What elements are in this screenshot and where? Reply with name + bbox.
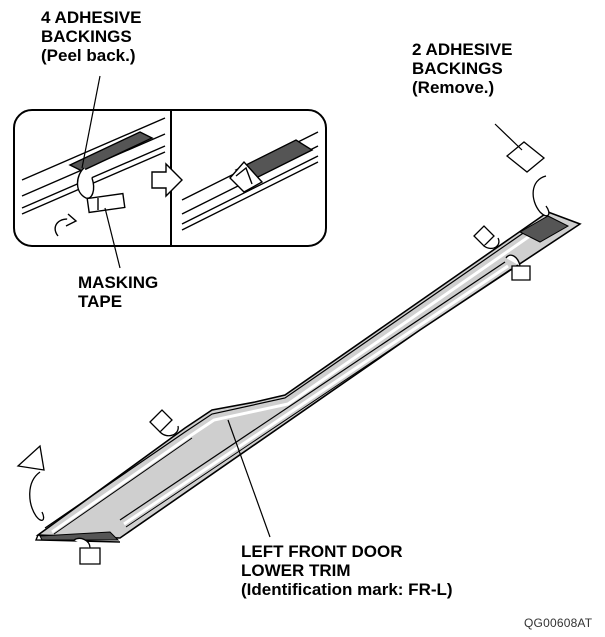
label-4-adhesive-line2: BACKINGS [41, 27, 132, 46]
label-4-adhesive-backings: 4 ADHESIVE BACKINGS (Peel back.) [41, 8, 141, 65]
leader-trim [227, 419, 271, 538]
label-door-lower-trim: LEFT FRONT DOOR LOWER TRIM (Identificati… [241, 542, 453, 599]
figure-code: QG00608AT [524, 616, 593, 630]
leader-masking-tape [104, 207, 121, 269]
label-2-adhesive-line1: 2 ADHESIVE [412, 40, 513, 59]
peeled-tabs [73, 225, 531, 565]
label-trim-line2: LOWER TRIM [241, 561, 351, 580]
label-masking-line2: TAPE [78, 292, 123, 311]
label-masking-tape: MASKING TAPE [78, 273, 158, 311]
label-2-adhesive-line3: (Remove.) [412, 78, 495, 97]
label-2-adhesive-line2: BACKINGS [412, 59, 503, 78]
removed-backings [16, 141, 550, 521]
label-masking-line1: MASKING [78, 273, 159, 292]
label-4-adhesive-line1: 4 ADHESIVE [41, 8, 142, 27]
door-lower-trim [34, 211, 582, 543]
step-arrow [151, 162, 183, 198]
label-2-adhesive-backings: 2 ADHESIVE BACKINGS (Remove.) [412, 40, 512, 97]
leader-adhesive-4 [81, 75, 101, 169]
label-trim-line1: LEFT FRONT DOOR [241, 542, 403, 561]
inset-left-panel [21, 117, 166, 237]
inset-right-panel [181, 131, 319, 231]
leader-adhesive-2 [494, 123, 523, 151]
label-4-adhesive-line3: (Peel back.) [41, 46, 136, 65]
label-trim-line3: (Identification mark: FR-L) [241, 580, 453, 599]
